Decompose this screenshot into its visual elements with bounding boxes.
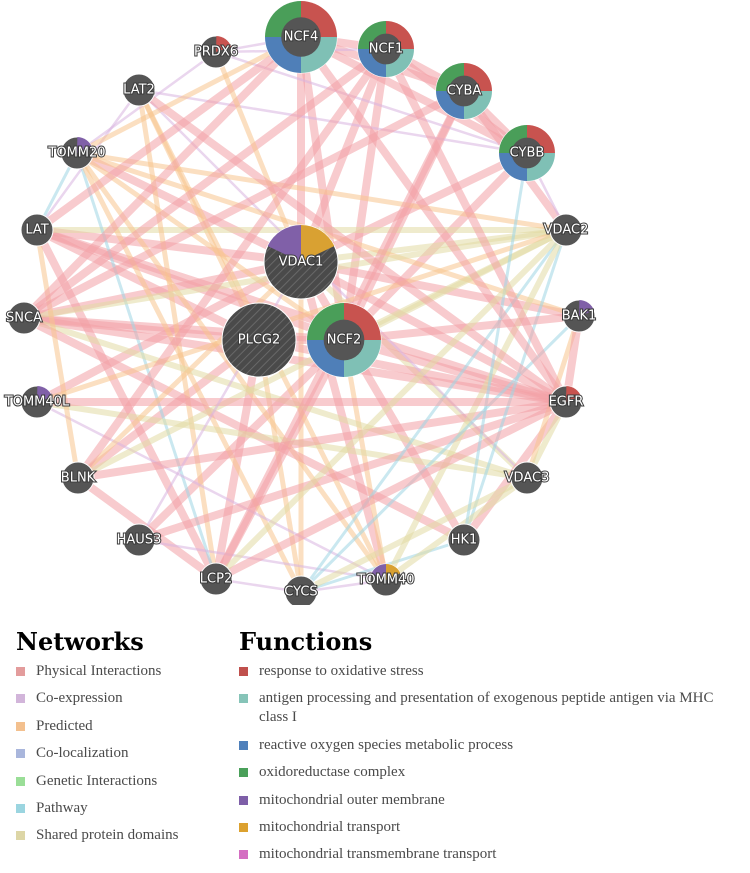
node-cyba[interactable]: CYBA: [436, 63, 492, 119]
node-ncf1[interactable]: NCF1: [358, 21, 414, 77]
networks-legend-item: Pathway: [16, 799, 178, 818]
functions-legend-swatch: [239, 796, 248, 805]
network-edges: [24, 37, 579, 592]
functions-legend-label: mitochondrial transport: [259, 819, 400, 835]
networks-legend-swatch: [16, 749, 25, 758]
networks-legend-swatch: [16, 777, 25, 786]
functions-legend-swatch: [239, 741, 248, 750]
node-label: TOMM20: [47, 146, 105, 161]
node-label: CYBA: [447, 84, 482, 99]
networks-legend-label: Pathway: [36, 800, 88, 816]
node-label: NCF1: [369, 42, 404, 57]
networks-legend-swatch: [16, 667, 25, 676]
networks-legend-label: Genetic Interactions: [36, 773, 157, 789]
node-plcg2[interactable]: PLCG2: [222, 303, 296, 377]
node-label: LCP2: [200, 572, 232, 587]
functions-legend-item: mitochondrial transport: [239, 818, 734, 837]
node-cybb[interactable]: CYBB: [499, 125, 555, 181]
networks-legend-swatch: [16, 694, 25, 703]
functions-legend-swatch: [239, 823, 248, 832]
networks-legend-item: Genetic Interactions: [16, 772, 178, 791]
node-label: VDAC1: [279, 255, 324, 270]
functions-legend-swatch: [239, 768, 248, 777]
functions-legend-item: antigen processing and presentation of e…: [239, 689, 734, 727]
networks-legend-swatch: [16, 831, 25, 840]
functions-legend-label: oxidoreductase complex: [259, 764, 405, 780]
functions-legend-label: antigen processing and presentation of e…: [259, 690, 713, 725]
networks-legend-swatch: [16, 804, 25, 813]
node-label: LAT: [25, 223, 48, 238]
networks-legend-item: Physical Interactions: [16, 662, 178, 681]
node-label: HAUS3: [117, 533, 162, 548]
node-label: BLNK: [61, 471, 96, 486]
functions-legend-label: mitochondrial transmembrane transport: [259, 846, 496, 862]
node-label: PRDX6: [194, 45, 238, 60]
functions-legend-item: reactive oxygen species metabolic proces…: [239, 736, 734, 755]
node-label: BAK1: [562, 309, 597, 324]
functions-legend-label: reactive oxygen species metabolic proces…: [259, 737, 513, 753]
node-bak1[interactable]: BAK1: [562, 300, 597, 332]
functions-legend-label: response to oxidative stress: [259, 663, 424, 679]
node-label: PLCG2: [238, 333, 281, 348]
node-lat2[interactable]: LAT2: [123, 74, 155, 106]
node-label: TOMM40L: [4, 395, 70, 410]
node-label: NCF4: [284, 30, 319, 45]
node-lcp2[interactable]: LCP2: [200, 563, 232, 595]
networks-legend-item: Co-localization: [16, 744, 178, 763]
node-label: CYCS: [284, 585, 317, 600]
networks-legend-item: Shared protein domains: [16, 826, 178, 845]
networks-legend-item: Predicted: [16, 717, 178, 736]
node-label: TOMM40: [356, 573, 414, 588]
node-label: SNCA: [6, 311, 42, 326]
node-label: NCF2: [327, 333, 362, 348]
networks-legend-title: Networks: [16, 627, 144, 656]
node-label: VDAC2: [544, 223, 589, 238]
functions-legend: response to oxidative stress antigen proc…: [239, 662, 734, 873]
functions-legend-swatch: [239, 667, 248, 676]
functions-legend-title: Functions: [239, 627, 372, 656]
node-label: HK1: [451, 533, 478, 548]
functions-legend-item: mitochondrial outer membrane: [239, 791, 734, 810]
node-label: EGFR: [549, 395, 584, 410]
node-label: CYBB: [510, 146, 545, 161]
node-lat[interactable]: LAT: [21, 214, 53, 246]
networks-legend-label: Predicted: [36, 718, 93, 734]
node-ncf4[interactable]: NCF4: [265, 1, 337, 73]
functions-legend-item: response to oxidative stress: [239, 662, 734, 681]
networks-legend-item: Co-expression: [16, 689, 178, 708]
functions-legend-item: oxidoreductase complex: [239, 763, 734, 782]
networks-legend-label: Physical Interactions: [36, 663, 161, 679]
networks-legend-swatch: [16, 722, 25, 731]
networks-legend-label: Co-localization: [36, 745, 128, 761]
node-label: VDAC3: [505, 471, 550, 486]
node-vdac1[interactable]: VDAC1: [264, 225, 338, 299]
networks-legend-label: Co-expression: [36, 690, 123, 706]
functions-legend-swatch: [239, 850, 248, 859]
node-label: LAT2: [123, 83, 155, 98]
functions-legend-item: mitochondrial transmembrane transport: [239, 845, 734, 864]
node-ncf2[interactable]: NCF2: [307, 303, 381, 377]
networks-legend-label: Shared protein domains: [36, 827, 178, 843]
node-hk1[interactable]: HK1: [448, 524, 480, 556]
functions-legend-label: mitochondrial outer membrane: [259, 792, 445, 808]
functions-legend-swatch: [239, 694, 248, 703]
